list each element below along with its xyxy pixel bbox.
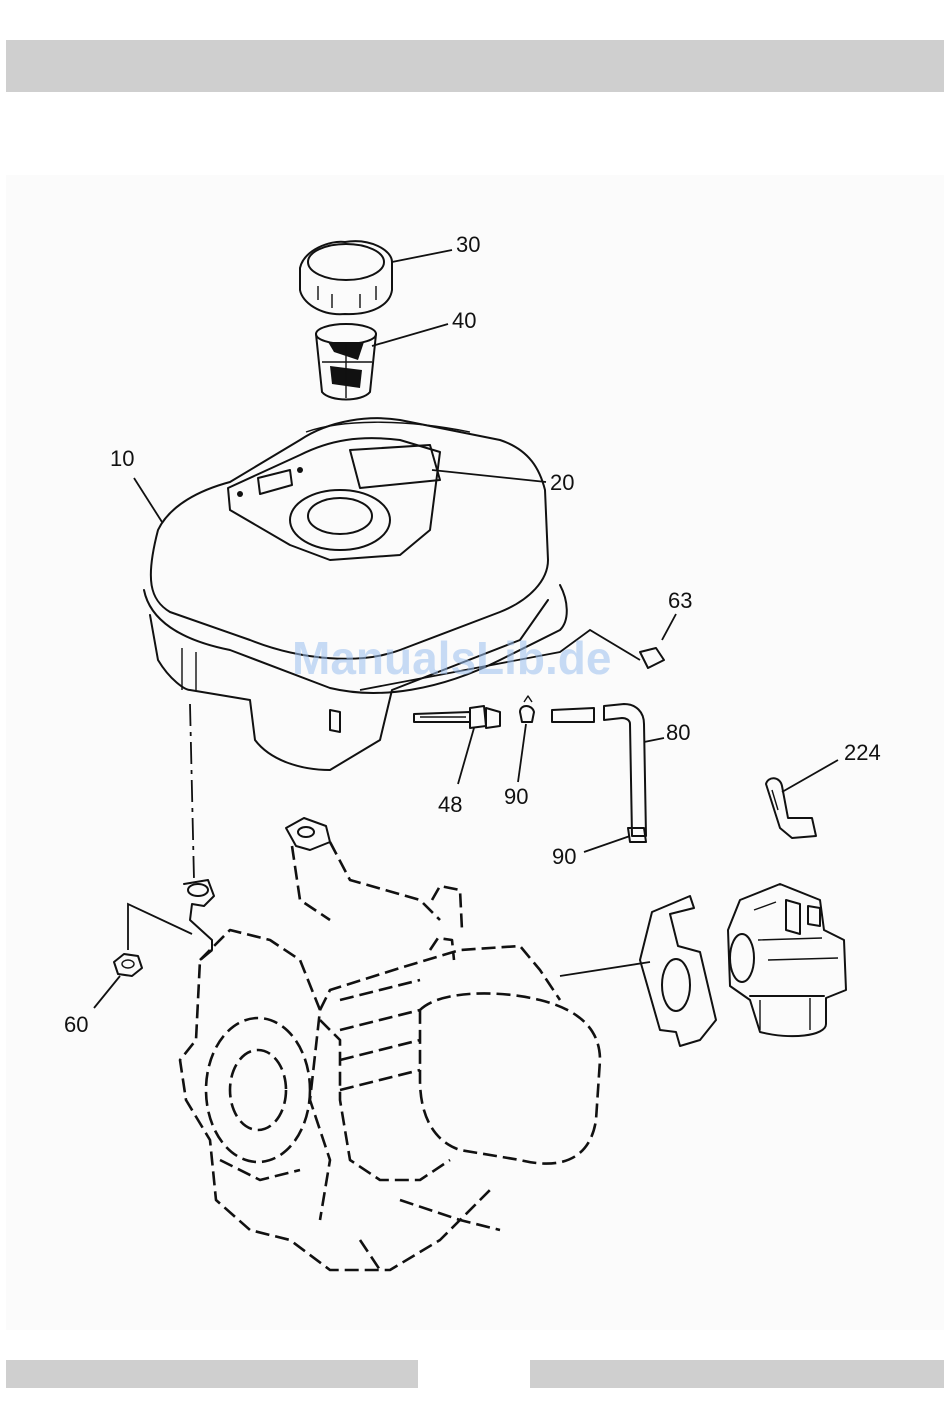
callout-40: 40	[452, 308, 476, 333]
fuel-hose-part	[552, 704, 646, 836]
fuel-tank-part	[144, 418, 567, 770]
callout-80: 80	[666, 720, 690, 745]
carburetor-gasket-part	[640, 896, 716, 1046]
callout-10: 10	[110, 446, 134, 471]
carburetor-part	[728, 884, 846, 1036]
callout-90-upper: 90	[504, 784, 528, 809]
callout-60: 60	[64, 1012, 88, 1037]
engine-block	[180, 818, 600, 1270]
callout-63: 63	[668, 588, 692, 613]
fuel-strainer-part	[316, 324, 376, 400]
callout-224: 224	[844, 740, 881, 765]
callout-30: 30	[456, 232, 480, 257]
fuel-cap-part	[300, 241, 392, 314]
watermark-text: ManualsLib.de	[292, 632, 611, 684]
hose-clamp-upper-part	[520, 696, 534, 722]
callout-20: 20	[550, 470, 574, 495]
flange-nut-part	[114, 954, 142, 976]
fuel-valve-part	[414, 706, 500, 728]
callout-90-lower: 90	[552, 844, 576, 869]
callout-48: 48	[438, 792, 462, 817]
